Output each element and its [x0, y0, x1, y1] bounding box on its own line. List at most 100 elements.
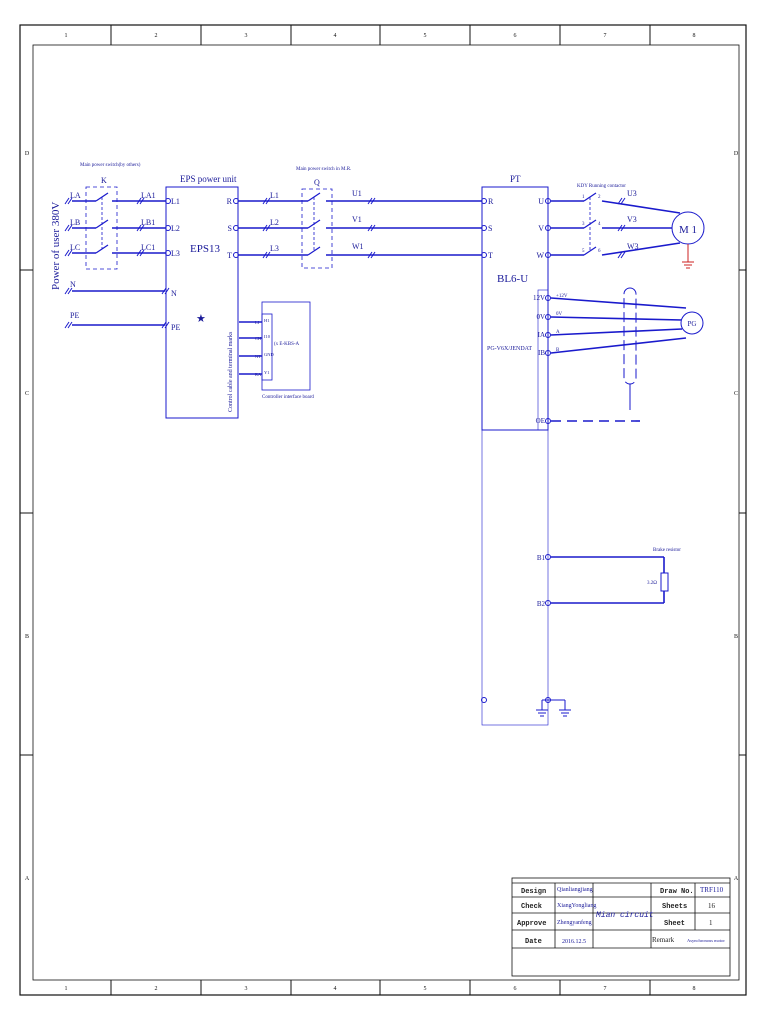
terminal-ia: IA [538, 331, 545, 339]
earth-label: PE [70, 311, 79, 320]
frame-row-labels: D C B A D C B A [25, 151, 739, 882]
row-label: B [25, 634, 29, 640]
col-label: 8 [693, 986, 696, 992]
drive-input-s: S [488, 224, 492, 233]
wire-label: L1 [270, 191, 279, 200]
row-label: D [734, 151, 739, 157]
col-label: 4 [334, 986, 337, 992]
eps-out-wire-labels: L1 L2 L3 [270, 191, 279, 253]
row-label: A [25, 876, 30, 882]
switch-k-label: K [101, 176, 107, 185]
eps-output-r: R [227, 197, 233, 206]
col-label: 5 [424, 986, 427, 992]
interface-board-model: (x E-KBS-A [274, 342, 300, 347]
encoder-terminal-labels: 12V 0V IA IB OE B1 B2 [533, 294, 546, 608]
eps-title: EPS power unit [180, 174, 237, 184]
neutral-label: N [70, 280, 76, 289]
eps-side-label: Control cable and terminal marks [228, 331, 234, 412]
col-label: 4 [334, 33, 337, 39]
out-label-lb1: LB1 [141, 218, 155, 227]
drive-model: BL6-U [497, 273, 528, 285]
signal-label: +12V [556, 294, 568, 299]
switch-k [85, 186, 118, 270]
switch-k-caption: Main power switch(by others) [80, 163, 141, 168]
interface-board-caption: Controller interface board [262, 395, 314, 400]
eps-output-t: T [227, 251, 232, 260]
interface-board [261, 301, 311, 391]
wire-label: L3 [270, 244, 279, 253]
col-label: 2 [155, 33, 158, 39]
title-block-values: Qianliangjiang XiangYongliang Zhengyanfe… [557, 886, 725, 945]
tb-value-sheet: 1 [709, 919, 713, 927]
out-label-la1: LA1 [141, 191, 156, 200]
terminal-oe: OE [536, 417, 545, 425]
motor-icon: M 1 [671, 211, 705, 269]
pin-label: 1 [582, 195, 585, 200]
row-label: C [25, 391, 29, 397]
out-label-lc1: LC1 [141, 243, 155, 252]
switch-q [301, 188, 333, 269]
encoder-signal-labels: +12V 0V A B [556, 294, 568, 353]
pin-label: 5 [582, 249, 585, 254]
pin-label: I10 [264, 334, 271, 339]
phase-label-la: LA [70, 191, 81, 200]
col-label: 1 [65, 33, 68, 39]
phase-label-lc: LC [70, 243, 80, 252]
eps-input-l1: L1 [171, 197, 180, 206]
motor-phase-w3: W3 [627, 242, 639, 251]
motor-phase-u3: U3 [627, 189, 637, 198]
encoder-label: PG [688, 320, 697, 328]
pin-label: 4 [598, 222, 601, 227]
out-label-v1: V1 [352, 215, 362, 224]
tb-value-sheets: 16 [708, 902, 716, 910]
motor-label: M 1 [679, 224, 697, 236]
pin-label: CH [255, 336, 262, 341]
tb-value-check: XiangYongliang [557, 903, 596, 909]
wire-label: L2 [270, 218, 279, 227]
interface-right-pins: H1 I10 GND Y1 [264, 318, 274, 375]
eps-input-labels: L1 L2 L3 N PE [171, 197, 180, 332]
motor-phase-labels: U3 V3 W3 [627, 189, 639, 251]
tb-title: Mian circuit [596, 911, 654, 920]
signal-label: 0V [556, 312, 563, 317]
col-label: 2 [155, 986, 158, 992]
tb-label-date: Date [525, 938, 542, 946]
brake-resistor-caption: Brake resistor [653, 548, 681, 553]
contactor-caption: KDY Running contactor [577, 184, 626, 189]
phase-label-lb: LB [70, 218, 80, 227]
tb-value-drawno: TRF110 [700, 886, 724, 894]
eps-output-labels: R S T [227, 197, 233, 260]
col-label: 8 [693, 33, 696, 39]
col-label: 3 [245, 33, 248, 39]
tb-label-design: Design [521, 888, 546, 896]
row-label: D [25, 151, 30, 157]
pin-label: RA [255, 372, 262, 377]
col-label: 5 [424, 33, 427, 39]
supply-title: Power of user 380V [50, 202, 62, 290]
connector-marks [64, 197, 626, 329]
switch-q-label: Q [314, 178, 320, 187]
row-label: C [734, 391, 738, 397]
eps-name: EPS13 [190, 243, 220, 255]
tb-label-remark: Remark [652, 936, 675, 944]
drive-input-t: T [488, 251, 493, 260]
pin-label: NT [255, 354, 261, 359]
terminal-b1: B1 [537, 554, 546, 562]
switch-k-out-labels: LA1 LB1 LC1 [141, 191, 156, 252]
eps-output-s: S [228, 224, 232, 233]
drive-title: PT [510, 174, 521, 184]
out-label-w1: W1 [352, 242, 364, 251]
switch-q-out-labels: U1 V1 W1 [352, 189, 364, 251]
title-block-labels: Design Check Approve Date Draw No. Sheet… [517, 888, 694, 946]
pin-label: H1 [264, 318, 270, 323]
col-label: 7 [604, 986, 607, 992]
contactor-pins: 1 2 3 4 5 6 [582, 195, 601, 254]
row-label: B [734, 634, 738, 640]
terminal-12v: 12V [533, 294, 545, 302]
terminal-ib: IB [538, 349, 545, 357]
eps-input-l2: L2 [171, 224, 180, 233]
tb-label-check: Check [521, 903, 542, 911]
brake-resistor-icon [660, 572, 669, 592]
eps-input-l3: L3 [171, 249, 180, 258]
